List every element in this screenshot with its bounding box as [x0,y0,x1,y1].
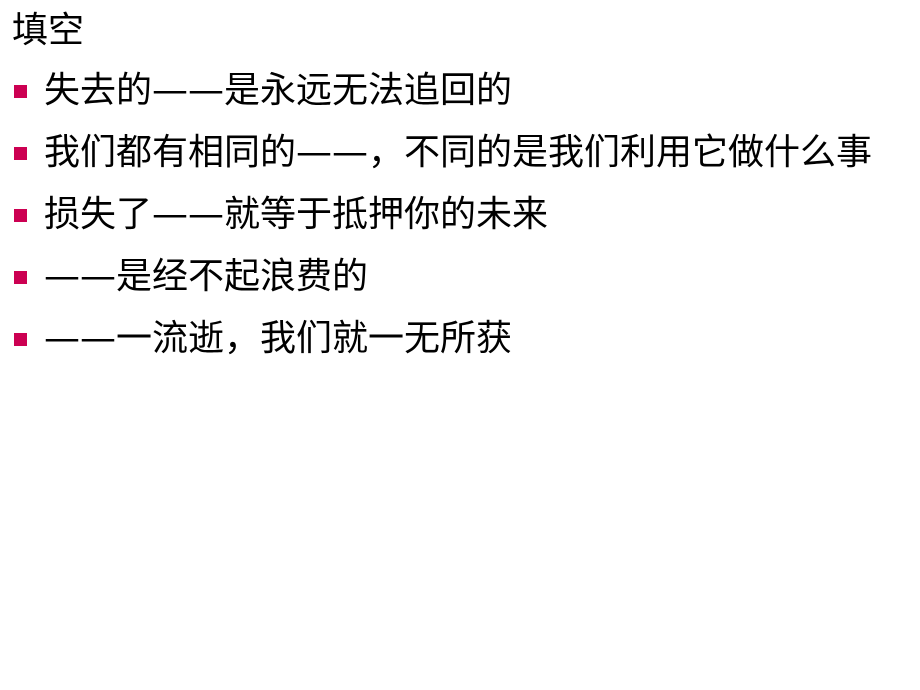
bullet-text: 失去的——是永远无法追回的 [44,70,513,111]
square-bullet-icon [14,85,27,98]
bullet-text: ——是经不起浪费的 [44,256,369,297]
bullet-list: 失去的——是永远无法追回的 我们都有相同的——，不同的是我们利用它做什么事 损失… [0,66,920,376]
square-bullet-icon [14,271,27,284]
slide-title: 填空 [12,10,85,51]
bullet-text: ——一流逝，我们就一无所获 [44,318,513,359]
bullet-item: ——是经不起浪费的 [0,252,920,302]
square-bullet-icon [14,209,27,222]
bullet-item: 损失了——就等于抵押你的未来 [0,190,920,240]
bullet-item: 失去的——是永远无法追回的 [0,66,920,116]
square-bullet-icon [14,333,27,346]
bullet-text: 我们都有相同的——，不同的是我们利用它做什么事 [44,132,873,173]
bullet-text: 损失了——就等于抵押你的未来 [44,194,549,235]
bullet-item: 我们都有相同的——，不同的是我们利用它做什么事 [0,128,920,178]
square-bullet-icon [14,147,27,160]
bullet-item: ——一流逝，我们就一无所获 [0,314,920,364]
